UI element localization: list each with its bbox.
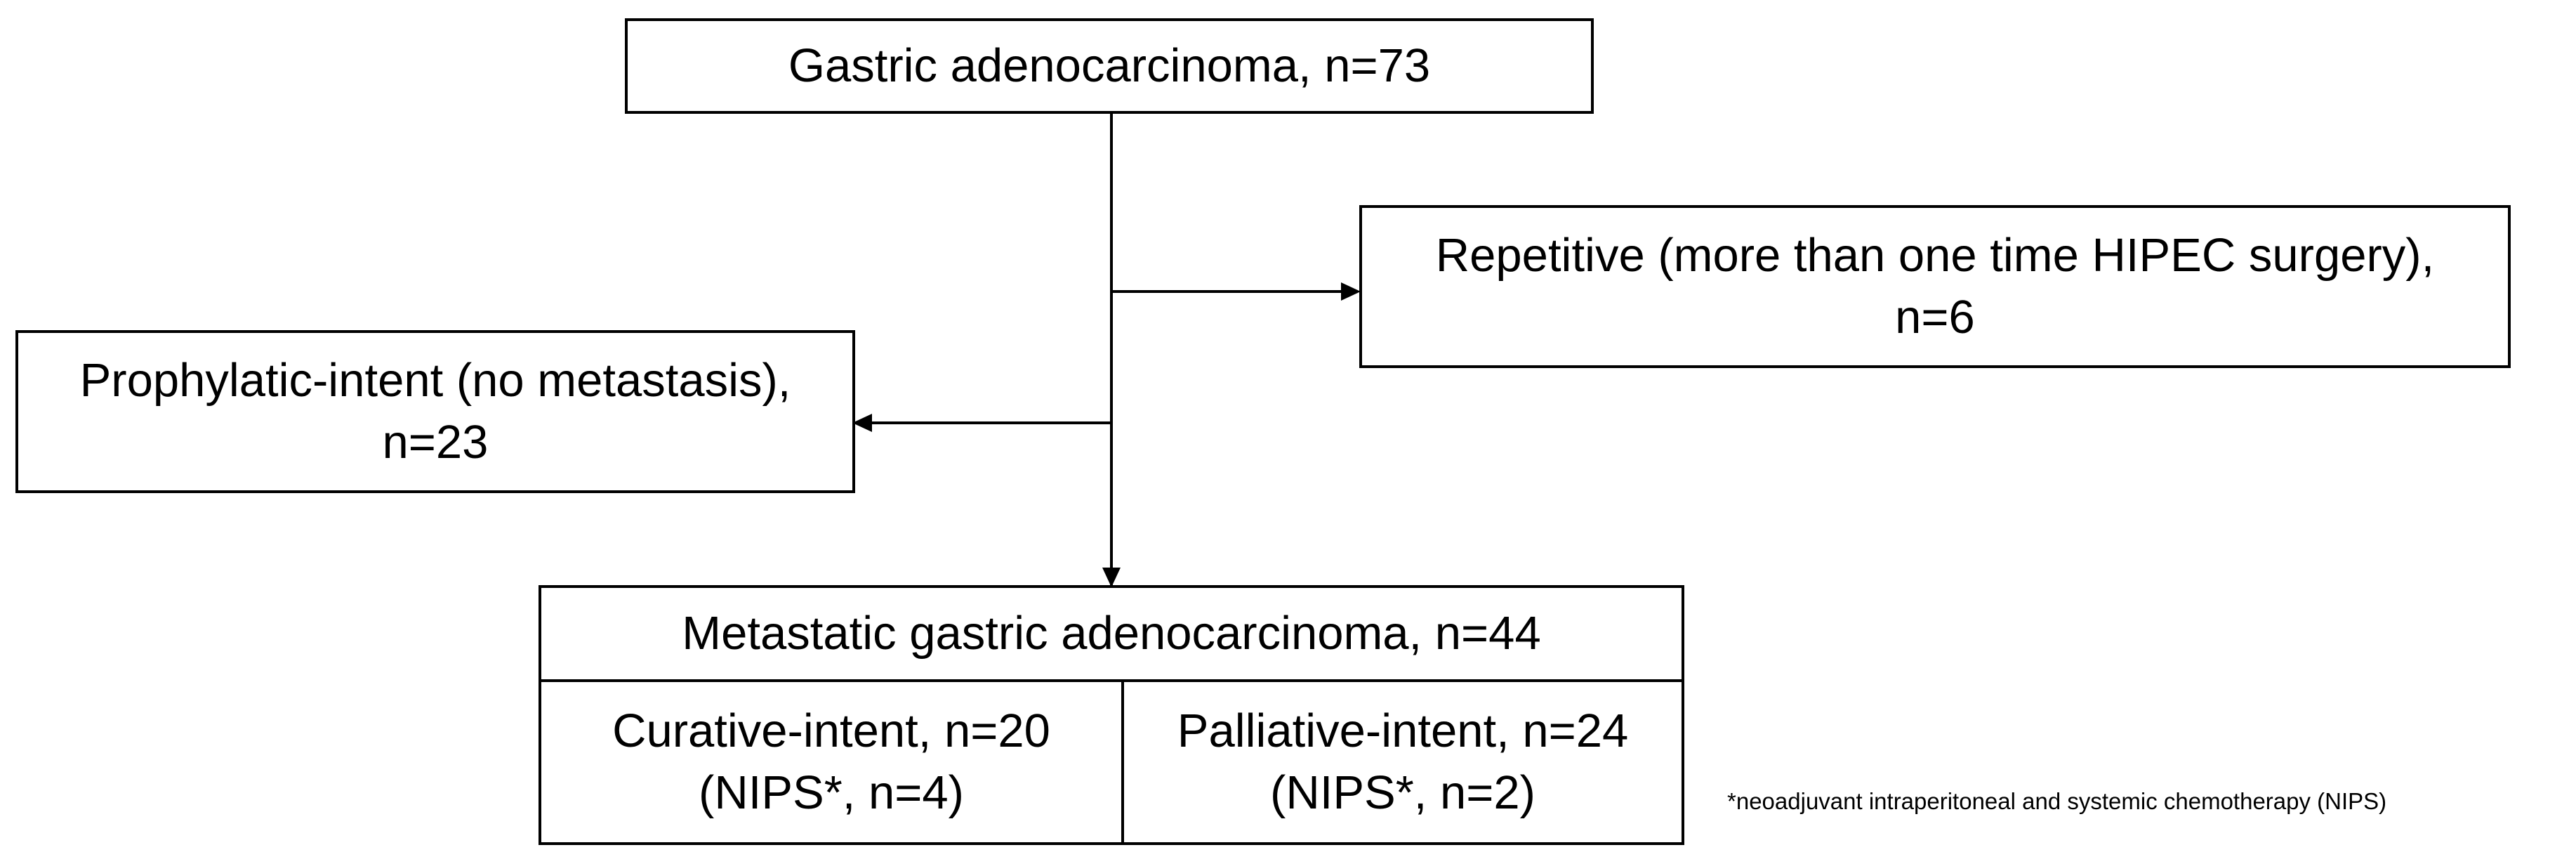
prophylactic-box-line2: n=23 — [382, 416, 489, 469]
root-box-label: Gastric adenocarcinoma, n=73 — [788, 39, 1431, 92]
root-box-gastric-adenocarcinoma: Gastric adenocarcinoma, n=73 — [625, 18, 1594, 114]
repetitive-box-line1: Repetitive (more than one time HIPEC sur… — [1435, 228, 2435, 282]
repetitive-box: Repetitive (more than one time HIPEC sur… — [1359, 205, 2511, 368]
prophylactic-box: Prophylatic-intent (no metastasis), n=23 — [15, 330, 855, 493]
prophylactic-box-line1: Prophylatic-intent (no metastasis), — [79, 353, 791, 407]
palliative-intent-cell: Palliative-intent, n=24 (NIPS*, n=2) — [1124, 682, 1682, 842]
metastatic-box: Metastatic gastric adenocarcinoma, n=44 … — [539, 585, 1684, 845]
metastatic-title-row: Metastatic gastric adenocarcinoma, n=44 — [541, 588, 1682, 679]
metastatic-divider-vertical — [1121, 681, 1124, 844]
repetitive-box-line2: n=6 — [1895, 291, 1975, 343]
curative-line1: Curative-intent, n=20 — [612, 704, 1050, 757]
arrowhead-to-prophylactic — [852, 414, 872, 432]
metastatic-title: Metastatic gastric adenocarcinoma, n=44 — [682, 606, 1541, 660]
curative-intent-cell: Curative-intent, n=20 (NIPS*, n=4) — [541, 682, 1121, 842]
footnote: *neoadjuvant intraperitoneal and systemi… — [1727, 788, 2387, 814]
palliative-line2: (NIPS*, n=2) — [1270, 766, 1535, 819]
arrowhead-to-repetitive — [1341, 282, 1361, 301]
curative-line2: (NIPS*, n=4) — [699, 766, 964, 819]
palliative-line1: Palliative-intent, n=24 — [1177, 704, 1629, 757]
metastatic-divider-horizontal — [541, 679, 1682, 682]
arrowhead-to-metastatic — [1102, 568, 1121, 587]
